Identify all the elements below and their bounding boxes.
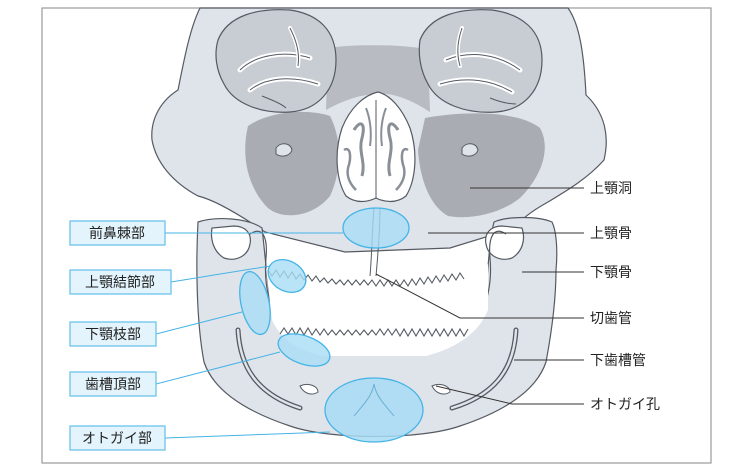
label-maxilla: 上顎骨 <box>590 226 632 242</box>
highlight-mental-region <box>324 377 424 443</box>
left-mandibular-canal-inner <box>236 328 302 410</box>
left-leaders <box>155 232 343 439</box>
right-mandibular-canal-inner <box>450 328 518 410</box>
label-mandible: 下顎骨 <box>590 265 632 281</box>
left-condyle-notch <box>210 225 251 260</box>
leader-mental-region <box>164 431 331 439</box>
leader-mandibular-ramus <box>155 311 243 335</box>
leader-maxillary-tuberosity <box>170 265 271 283</box>
label-anterior-nasal-spine: 前鼻棘部 <box>89 225 145 242</box>
highlight-alveolar-crest <box>277 333 331 367</box>
right-sinus-shadow <box>418 113 545 218</box>
leader-alveolar-crest <box>155 351 281 385</box>
label-alveolar-crest: 歯槽頂部 <box>85 377 141 393</box>
label-box-maxillary-tuberosity <box>69 269 172 295</box>
label-incisive-canal: 切歯管 <box>590 311 632 327</box>
right-orbit <box>418 9 543 113</box>
label-mandibular-ramus: 下顎枝部 <box>85 327 141 343</box>
left-infraorbital-foramen <box>275 143 293 157</box>
right-mental-foramen <box>431 383 451 395</box>
label-box-mandibular-ramus <box>69 321 157 347</box>
label-mental-region: オトガイ部 <box>82 431 152 447</box>
highlight-anterior-nasal-spine <box>342 207 410 249</box>
highlight-mandibular-ramus <box>239 270 271 336</box>
label-maxillary-sinus: 上顎洞 <box>590 181 632 197</box>
left-orbit <box>215 9 337 113</box>
left-mental-foramen <box>299 383 319 395</box>
leader-incisive-canal <box>375 273 584 319</box>
leader-mental-foramen <box>435 385 584 405</box>
right-condyle-notch <box>485 225 525 260</box>
left-sinus-shadow <box>245 111 339 216</box>
right-labels: 上顎洞 上顎骨 下顎骨 切歯管 下歯槽管 オトガイ孔 <box>590 181 660 413</box>
label-mandibular-canal: 下歯槽管 <box>590 353 646 369</box>
nasal-shadow <box>326 45 430 112</box>
label-box-alveolar-crest <box>69 371 157 397</box>
label-maxillary-tuberosity: 上顎結節部 <box>85 274 155 291</box>
nasal-cavity <box>336 91 416 203</box>
label-box-anterior-nasal-spine <box>69 220 166 246</box>
lower-teeth-line <box>279 326 469 338</box>
label-box-mental-region <box>69 425 166 451</box>
mental-protuberance-line <box>353 383 395 417</box>
right-infraorbital-foramen <box>461 143 479 157</box>
left-label-boxes: 前鼻棘部 上顎結節部 下顎枝部 歯槽頂部 オトガイ部 <box>69 220 172 451</box>
right-leaders <box>375 187 584 405</box>
label-mental-foramen: オトガイ孔 <box>590 397 660 413</box>
